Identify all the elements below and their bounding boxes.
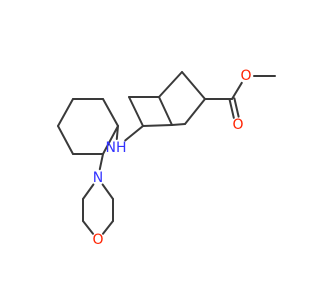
molecule-diagram: NHN O O O [57, 68, 276, 248]
atom-label-layer: NHN O O O [92, 68, 251, 248]
cyclopentane-bond [181, 71, 206, 100]
ester-o-label: O [240, 68, 251, 84]
morpholine-n-label: N [93, 170, 103, 186]
amine-bond [115, 125, 119, 140]
cyclohexane-bond [102, 125, 119, 155]
morpholine-bond [82, 220, 94, 235]
ester-bond [231, 81, 243, 100]
cyclopentane-bond [184, 98, 206, 125]
amine-bond [124, 125, 144, 142]
cyclohexane-bond [57, 98, 74, 127]
morpholine-bond [82, 183, 95, 200]
cyclohexane-bond [57, 125, 74, 155]
amine-nh-label: NH [106, 140, 127, 156]
carbonyl-double-bond [233, 97, 240, 118]
cyclopentane-bond [158, 71, 183, 98]
cyclopentane-bond [171, 123, 186, 126]
cyclohexane-bond [102, 98, 119, 127]
morpholine-link-bond [98, 153, 104, 171]
bond-layer [57, 71, 276, 235]
cyclobutane-bond [142, 124, 173, 127]
morpholine-o-label: O [92, 232, 103, 248]
morpholine-bond [102, 220, 114, 235]
cyclobutane-bond [128, 96, 144, 127]
carbonyl-o-label: O [232, 117, 243, 133]
carbonyl-double-bond [228, 98, 235, 119]
morpholine-bond [101, 183, 114, 200]
cyclobutane-bond [158, 96, 173, 126]
